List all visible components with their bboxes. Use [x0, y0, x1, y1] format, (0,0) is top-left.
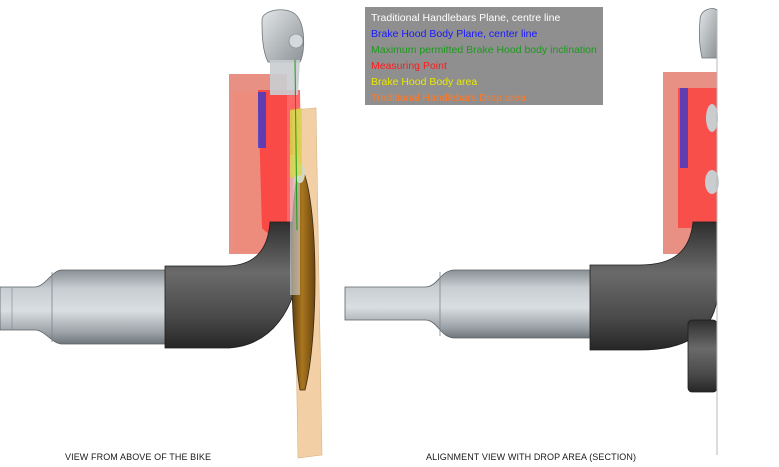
legend-item: Brake Hood Body area — [371, 76, 478, 88]
left-hood-top — [261, 9, 305, 63]
legend-item: Brake Hood Body Plane, center line — [371, 28, 538, 40]
legend-item: Maximum permitted Brake Hood body inclin… — [371, 44, 597, 56]
right-handlebar-tube — [344, 269, 601, 339]
right-hood-top — [699, 8, 718, 59]
right-lower-drop — [687, 319, 718, 393]
legend: Traditional Handlebars Plane, centre lin… — [365, 7, 603, 105]
legend-item: Traditional Handlebars Plane, centre lin… — [371, 12, 561, 24]
caption-left: VIEW FROM ABOVE OF THE BIKE — [65, 452, 212, 462]
left-handlebar-tube — [0, 269, 176, 345]
caption-right: ALIGNMENT VIEW WITH DROP AREA (SECTION) — [426, 452, 637, 462]
legend-item: Traditional Handlebars Drop area — [371, 92, 526, 104]
right-view — [344, 8, 719, 455]
left-view — [0, 9, 323, 459]
legend-item: Measuring Point — [371, 60, 447, 72]
